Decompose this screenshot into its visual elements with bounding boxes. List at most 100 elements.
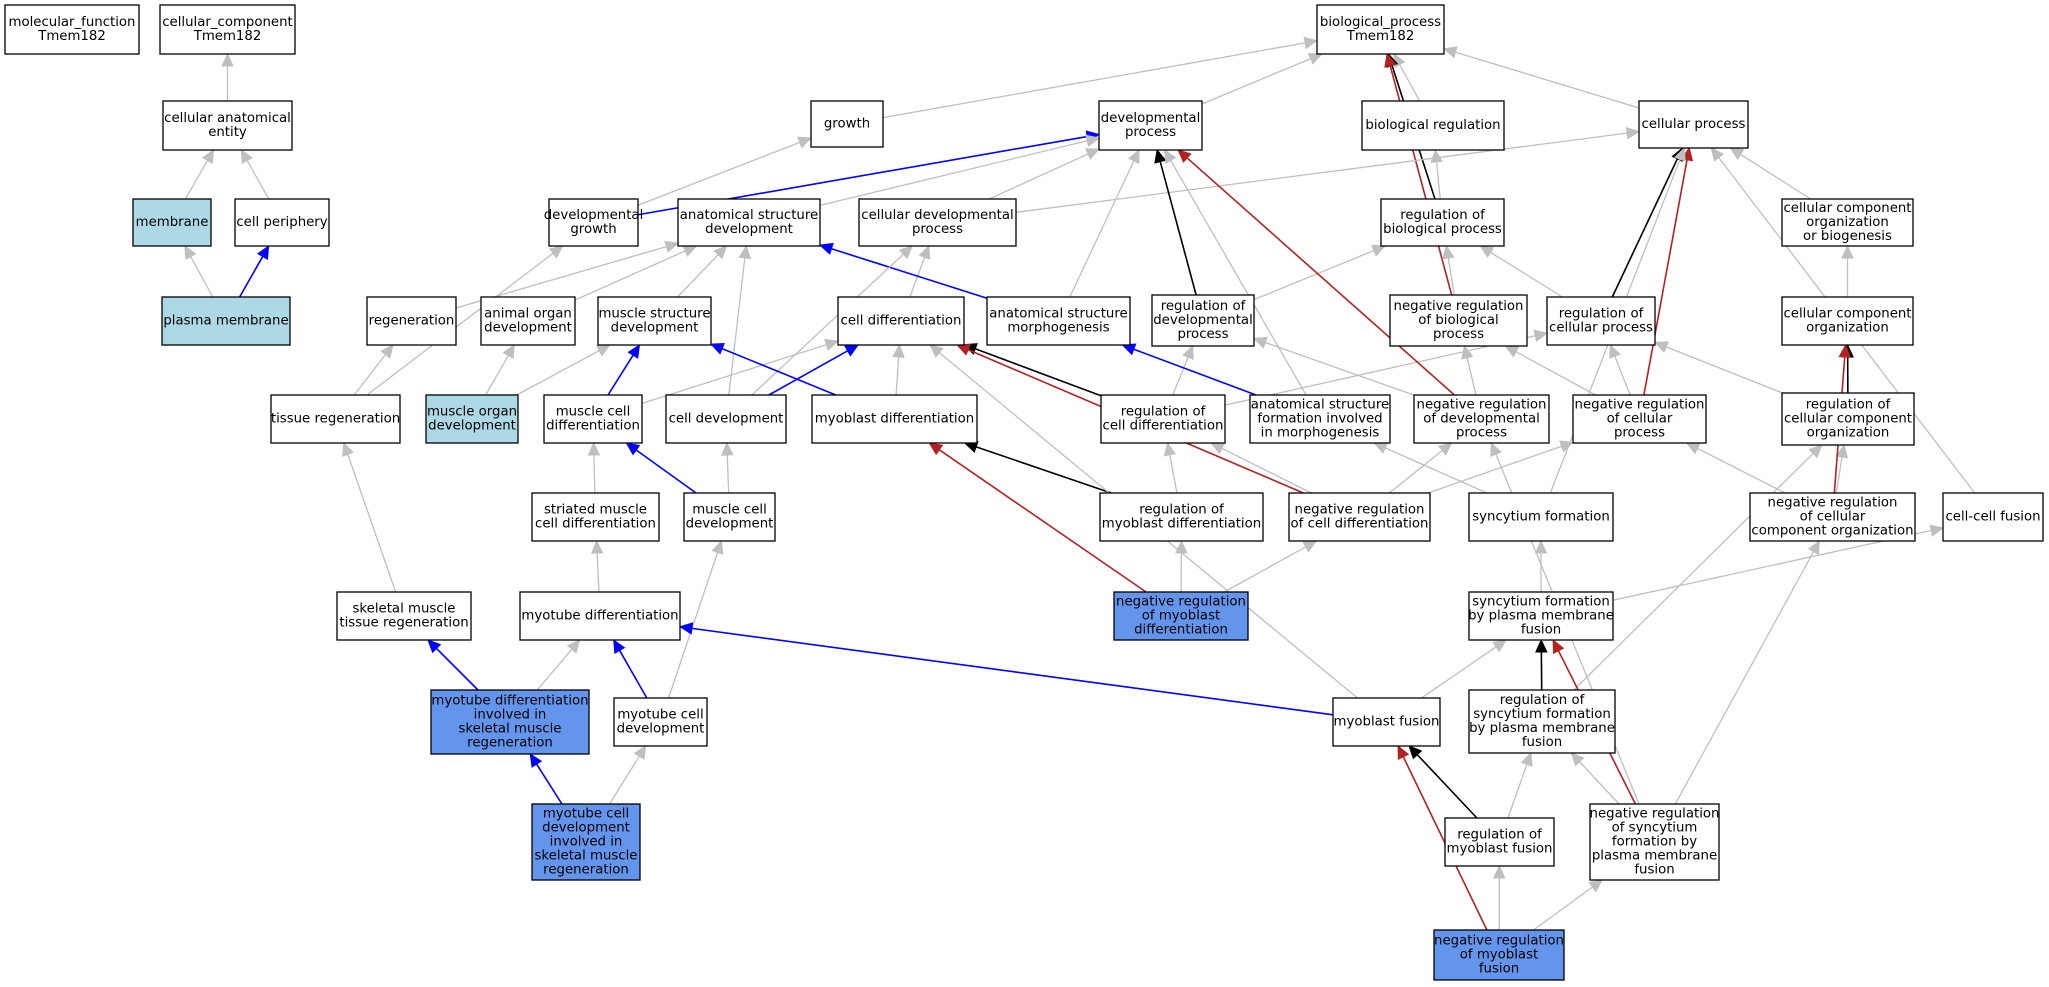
edge-arrowhead bbox=[1154, 148, 1167, 164]
node-label-line: cell differentiation bbox=[841, 314, 962, 329]
node-label-line: developmental bbox=[1153, 313, 1253, 328]
node-label-line: cellular_component bbox=[162, 15, 293, 30]
edge-celldiff-is-a-celldevproc bbox=[909, 244, 931, 298]
node-label-line: myoblast differentiation bbox=[815, 412, 974, 427]
node-box bbox=[162, 100, 293, 151]
edge-devproc-is-a-bp bbox=[1201, 53, 1323, 105]
edge-arrowhead bbox=[201, 148, 215, 164]
edge-line bbox=[677, 254, 719, 298]
node-label-line: by plasma membrane bbox=[1469, 721, 1615, 736]
node-label-line: formation by bbox=[1612, 835, 1697, 850]
node-label-line: tissue regeneration bbox=[271, 412, 400, 427]
node-box bbox=[683, 492, 776, 542]
node-label-line: Tmem182 bbox=[1346, 29, 1415, 44]
edge-arrowhead bbox=[1835, 443, 1849, 459]
node-label-line: negative regulation bbox=[1434, 934, 1564, 949]
edge-line bbox=[895, 356, 900, 396]
node-box bbox=[1444, 817, 1555, 867]
edge-arrowhead bbox=[1479, 245, 1495, 258]
edge-arrowhead bbox=[1408, 745, 1423, 760]
edge-asd-is-a-devproc bbox=[819, 134, 1101, 206]
node-box bbox=[1468, 591, 1614, 641]
edge-mdisk-part-of-skmtr bbox=[427, 639, 479, 691]
node-label-line: myoblast fusion bbox=[1447, 842, 1553, 857]
node-label-line: cell periphery bbox=[236, 215, 327, 230]
node-box bbox=[531, 803, 641, 881]
node-label-line: regulation of bbox=[1139, 503, 1224, 518]
node-box bbox=[1589, 803, 1720, 881]
node-label-line: development bbox=[617, 722, 705, 737]
edge-arrowhead bbox=[1838, 343, 1851, 358]
edge-arrowhead bbox=[1841, 244, 1854, 259]
node-label-line: regulation of bbox=[1500, 693, 1585, 708]
node-box bbox=[1638, 100, 1749, 149]
node-box bbox=[1781, 296, 1914, 346]
edge-line bbox=[1466, 357, 1477, 396]
node-label-line: of cell differentiation bbox=[1291, 517, 1429, 532]
edge-line bbox=[938, 449, 1147, 593]
edge-ccob-is-a-cellproc bbox=[1729, 147, 1811, 200]
node-box bbox=[1468, 689, 1616, 754]
node-box bbox=[1113, 591, 1249, 641]
edge-line bbox=[1579, 761, 1620, 805]
edge-tissuereg-is-a-regeneration bbox=[353, 344, 394, 396]
node-box bbox=[480, 296, 576, 346]
node-box bbox=[858, 198, 1017, 247]
node-label-line: molecular_function bbox=[9, 15, 136, 30]
edge-arrowhead bbox=[613, 638, 626, 654]
edge-line bbox=[593, 454, 596, 494]
edge-line bbox=[1389, 65, 1453, 296]
node-label-line: biological regulation bbox=[1365, 118, 1500, 133]
edge-line bbox=[819, 140, 1088, 206]
edge-arrowhead bbox=[1492, 639, 1508, 653]
edge-asm-part-of-asd bbox=[818, 242, 988, 300]
edge-line bbox=[1674, 551, 1815, 805]
edge-line bbox=[909, 257, 926, 298]
node-label-line: differentiation bbox=[1134, 623, 1228, 638]
node-box bbox=[234, 198, 330, 247]
edge-arrowhead bbox=[1504, 345, 1520, 358]
edge-arrowhead bbox=[1430, 148, 1443, 164]
node-box bbox=[1389, 294, 1528, 347]
node-growth: growth bbox=[810, 100, 884, 148]
node-label-line: striated muscle bbox=[544, 503, 647, 518]
edge-mcd-part-of-msd bbox=[607, 343, 641, 396]
node-label-line: organization bbox=[1806, 321, 1889, 336]
node-box bbox=[1749, 492, 1916, 542]
edge-line bbox=[1643, 159, 1688, 396]
edge-line bbox=[574, 250, 686, 301]
node-label-line: cellular process bbox=[1549, 321, 1653, 336]
edge-line bbox=[635, 449, 697, 494]
edge-line bbox=[1533, 886, 1593, 931]
edge-line bbox=[190, 256, 214, 298]
node-label-line: muscle cell bbox=[692, 503, 767, 518]
edge-regcelldiff-is-a-regcell bbox=[1224, 329, 1549, 406]
edge-arrowhead bbox=[1534, 539, 1548, 554]
edge-line bbox=[691, 627, 1334, 716]
node-label-line: involved in bbox=[474, 708, 547, 723]
edge-arrowhead bbox=[1127, 148, 1140, 164]
edge-arrowhead bbox=[1442, 244, 1455, 260]
node-box bbox=[548, 198, 639, 247]
edge-mtcdisk-part-of-mdisk bbox=[529, 752, 563, 805]
node-label-line: process bbox=[1177, 327, 1228, 342]
node-box bbox=[1942, 492, 2044, 542]
edge-arrowhead bbox=[380, 344, 394, 359]
edge-cellperiph-is-a-cae bbox=[240, 148, 270, 200]
edge-line bbox=[768, 350, 849, 396]
node-label-line: cellular component bbox=[1783, 307, 1911, 322]
node-label-line: component organization bbox=[1751, 524, 1913, 539]
edge-line bbox=[516, 350, 600, 396]
node-label-line: regulation of bbox=[1559, 307, 1644, 322]
node-box bbox=[1316, 4, 1445, 55]
